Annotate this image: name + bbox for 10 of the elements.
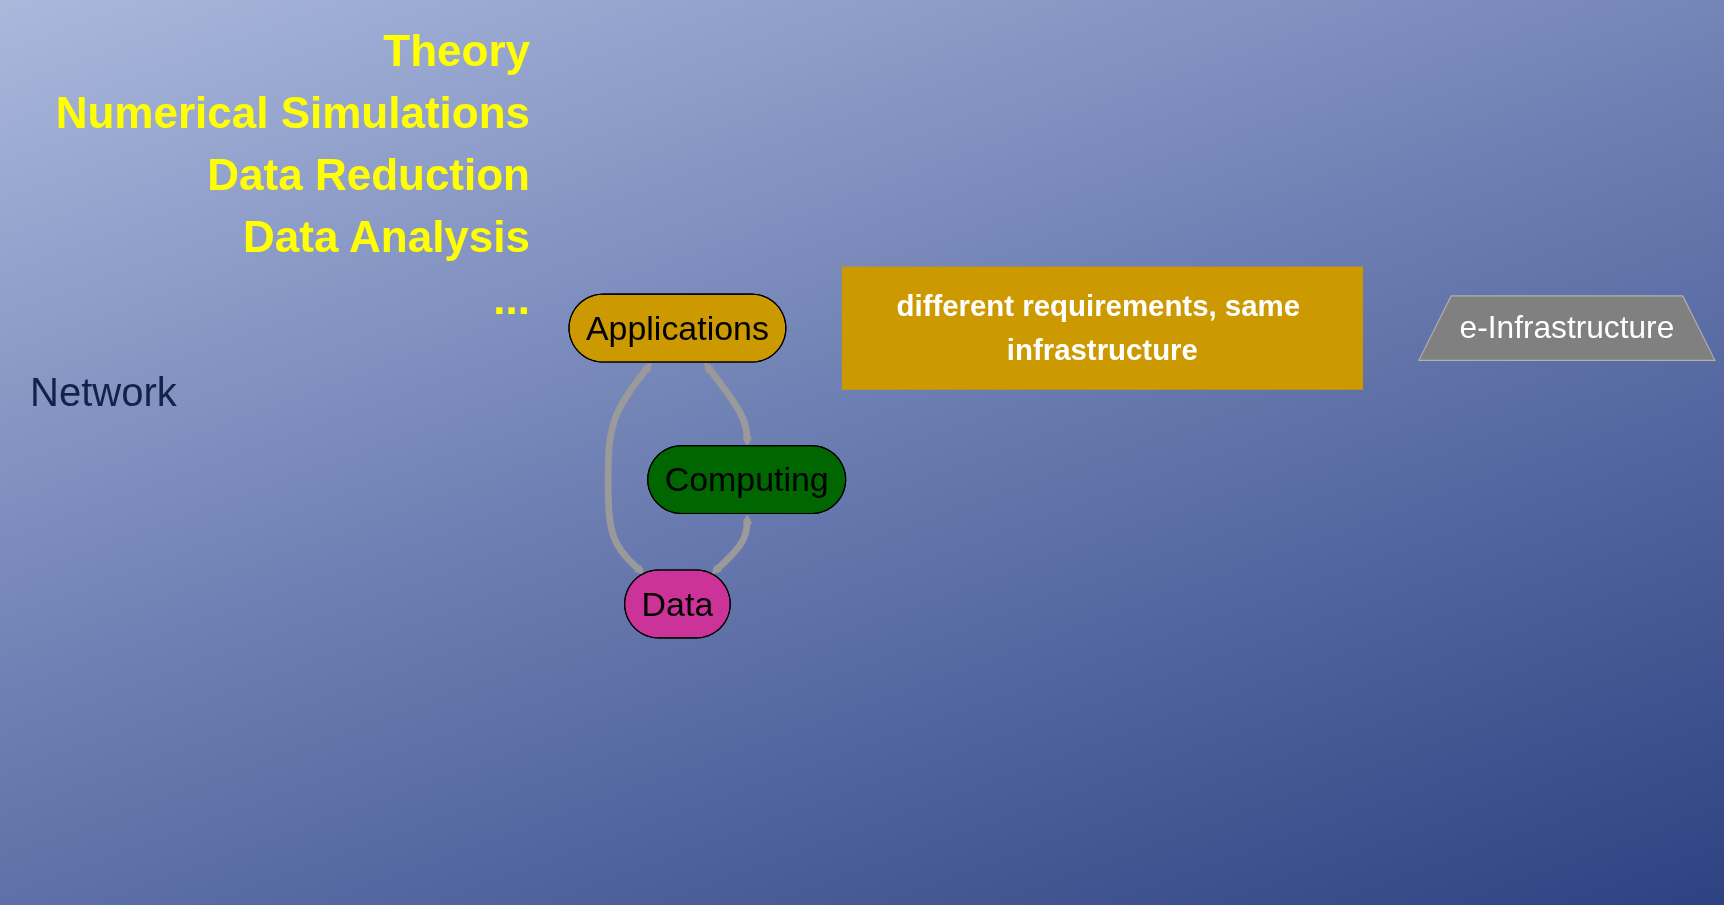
topic-label: Numerical Simulations bbox=[55, 88, 530, 138]
topic-label: Data Reduction bbox=[207, 150, 530, 200]
topic-label: Theory bbox=[383, 26, 530, 76]
node-box: different requirements, same infrastructure bbox=[841, 266, 1363, 390]
arrow bbox=[704, 362, 753, 447]
topic-label: ... bbox=[493, 274, 530, 324]
network-label: Network bbox=[30, 370, 177, 415]
arrow bbox=[604, 362, 652, 575]
arrow bbox=[711, 514, 753, 575]
topic-label: Data Analysis bbox=[243, 212, 530, 262]
